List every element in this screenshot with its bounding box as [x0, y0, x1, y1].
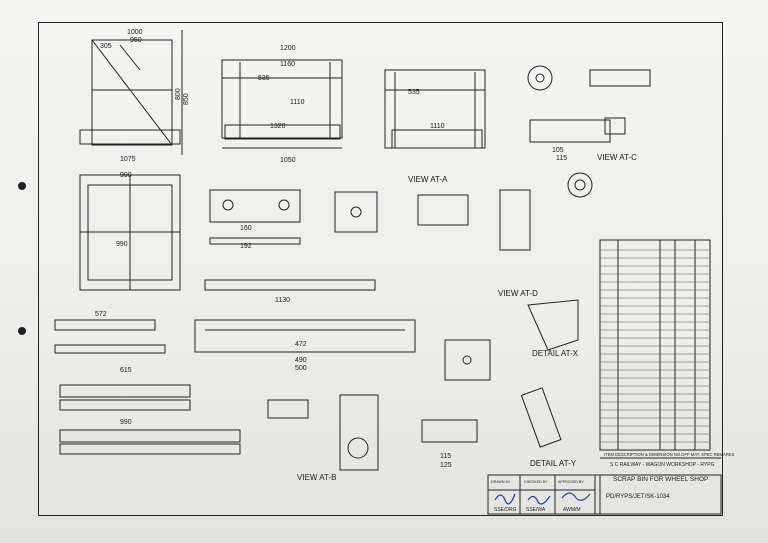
approved-by: AWM/M [563, 507, 581, 513]
dim-label: 1110 [290, 99, 305, 106]
view-label: VIEW AT-B [297, 473, 336, 482]
view-label: VIEW AT-A [408, 175, 448, 184]
dim-label: 192 [240, 243, 252, 250]
dim-label: 472 [295, 341, 307, 348]
dim-label: 990 [120, 419, 132, 426]
drawn-by-label: DRAWN BY [491, 480, 511, 484]
dim-label: 950 [130, 37, 142, 44]
dim-label: 990 [120, 172, 132, 179]
dim-label: 1110 [430, 123, 445, 130]
punch-hole [18, 182, 26, 190]
dim-label: 305 [100, 43, 112, 50]
dim-label: 105 [552, 147, 564, 154]
view-label: VIEW AT-C [597, 153, 637, 162]
drawing-border [38, 22, 723, 516]
dim-label: 160 [240, 225, 252, 232]
dim-label: 1130 [275, 297, 290, 304]
checked-by: SSE/WA [526, 507, 546, 513]
dim-label: 1000 [127, 29, 143, 36]
punch-hole [18, 327, 26, 335]
dim-label: 535 [408, 89, 420, 96]
dim-label: 490 [295, 357, 307, 364]
dim-label: 800 [175, 88, 182, 100]
drawing-number: PD/RYPS/JET/SK-1034 [606, 494, 670, 500]
dim-label: 990 [116, 241, 128, 248]
dim-label: 615 [120, 367, 132, 374]
org-name: S C RAILWAY - WAGON WORKSHOP - RYPG [610, 462, 715, 468]
dim-label: 1200 [280, 45, 296, 52]
drawing-title: SCRAP BIN FOR WHEEL SHOP [613, 476, 708, 483]
view-label: VIEW AT-D [498, 289, 538, 298]
dim-label: 1075 [120, 156, 136, 163]
approved-by-label: APPROVED BY [558, 480, 584, 484]
table-header: ITEM DESCRIPTION & DIMENSION NO.OFF MAT.… [604, 452, 735, 457]
dim-label: 1050 [280, 157, 296, 164]
dim-label: 500 [295, 365, 307, 372]
dim-label: 125 [440, 462, 452, 469]
dim-label: 115 [440, 453, 451, 460]
view-label: DETAIL AT-X [532, 349, 579, 358]
dim-label: 850 [183, 93, 190, 105]
dim-label: 535 [258, 75, 270, 82]
drawn-by: SSE/DRG [494, 507, 517, 513]
signatures [494, 492, 591, 505]
view-label: DETAIL AT-Y [530, 459, 577, 468]
dim-label: 115 [556, 155, 567, 162]
dim-label: 572 [95, 311, 107, 318]
dim-label: 1160 [280, 61, 295, 68]
dim-label: 1320 [270, 123, 286, 130]
checked-by-label: CHECKED BY [524, 480, 548, 484]
